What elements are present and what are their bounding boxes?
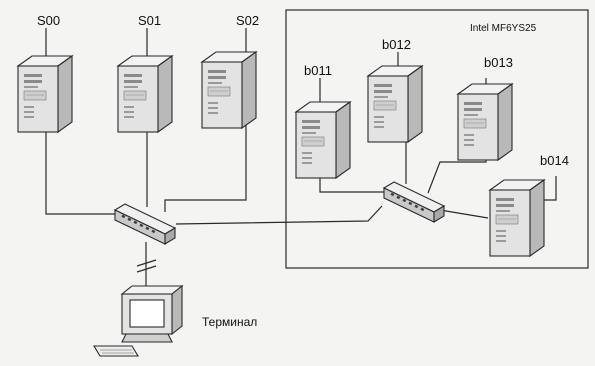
server-label-s01: S01	[138, 14, 161, 27]
link-b014-switch	[440, 210, 488, 218]
terminal-icon	[94, 286, 182, 356]
cluster-switch	[384, 182, 444, 222]
server-s02	[202, 52, 256, 128]
link-b011-lower	[320, 178, 386, 192]
terminal-label: Терминал	[202, 316, 257, 328]
link-main-switch-to-cluster	[176, 206, 382, 224]
main-switch	[115, 204, 175, 244]
node-b011	[296, 102, 350, 178]
server-s01	[118, 56, 172, 132]
server-s00	[18, 56, 72, 132]
node-label-b013: b013	[484, 56, 513, 69]
server-label-s00: S00	[37, 14, 60, 27]
link-s02-switch-lower	[165, 114, 246, 212]
node-label-b014: b014	[540, 154, 569, 167]
server-label-s02: S02	[236, 14, 259, 27]
node-b012	[368, 66, 422, 142]
cluster-label: Intel MF6YS25	[470, 24, 536, 34]
node-label-b011: b011	[304, 64, 332, 77]
node-b013	[458, 84, 512, 160]
node-label-b012: b012	[382, 38, 411, 51]
node-b014	[490, 180, 544, 256]
